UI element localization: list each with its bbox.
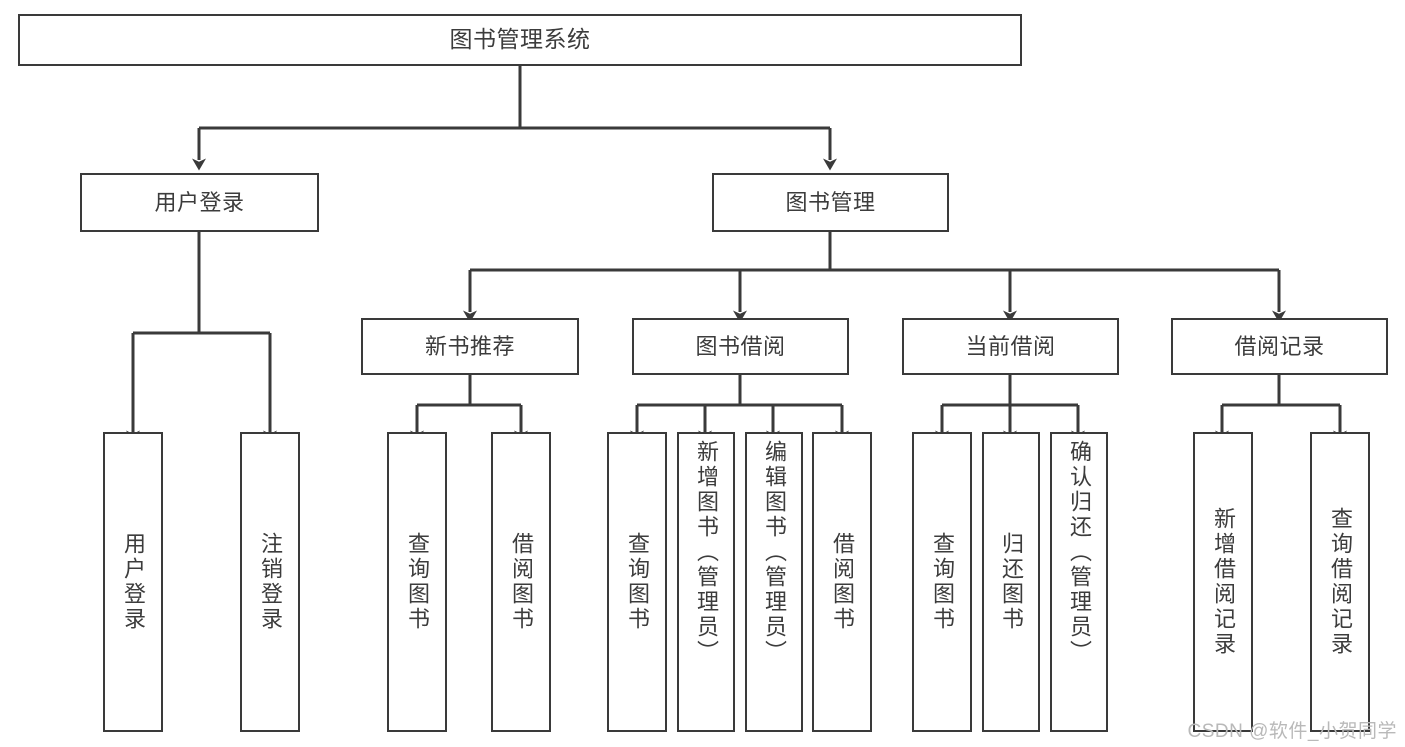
node-root-system[interactable]: 图书管理系统: [18, 14, 1022, 66]
leaf-confirm-return-admin-label: 确认归还（管理员）: [1067, 440, 1092, 665]
node-new-book-recommend[interactable]: 新书推荐: [361, 318, 579, 375]
node-user-login[interactable]: 用户登录: [80, 173, 319, 232]
leaf-query-book-nb[interactable]: 查询图书: [387, 432, 447, 732]
node-borrow-records[interactable]: 借阅记录: [1171, 318, 1388, 375]
node-user-login-label: 用户登录: [154, 189, 245, 215]
leaf-add-book-admin[interactable]: 新增图书（管理员）: [677, 432, 735, 732]
leaf-query-book-cb-label: 查询图书: [930, 532, 955, 632]
node-current-borrow-label: 当前借阅: [965, 333, 1056, 359]
leaf-edit-book-admin[interactable]: 编辑图书（管理员）: [745, 432, 803, 732]
leaf-logout[interactable]: 注销登录: [240, 432, 300, 732]
leaf-add-borrow-record-label: 新增借阅记录: [1211, 507, 1236, 657]
leaf-user-login-label: 用户登录: [121, 532, 146, 632]
node-new-book-recommend-label: 新书推荐: [424, 333, 515, 359]
leaf-edit-book-admin-label: 编辑图书（管理员）: [762, 440, 787, 665]
csdn-watermark: CSDN @软件_小贺同学: [1187, 721, 1397, 742]
leaf-return-book[interactable]: 归还图书: [982, 432, 1040, 732]
node-root-system-label: 图书管理系统: [449, 26, 591, 53]
leaf-borrow-book-bb[interactable]: 借阅图书: [812, 432, 872, 732]
leaf-borrow-book-nb-label: 借阅图书: [509, 532, 534, 632]
leaf-query-book-bb-label: 查询图书: [625, 532, 650, 632]
leaf-add-book-admin-label: 新增图书（管理员）: [694, 440, 719, 665]
leaf-query-book-nb-label: 查询图书: [405, 532, 430, 632]
leaf-return-book-label: 归还图书: [999, 532, 1024, 632]
leaf-user-login[interactable]: 用户登录: [103, 432, 163, 732]
leaf-query-book-cb[interactable]: 查询图书: [912, 432, 972, 732]
leaf-borrow-book-bb-label: 借阅图书: [830, 532, 855, 632]
leaf-query-borrow-record[interactable]: 查询借阅记录: [1310, 432, 1370, 732]
leaf-add-borrow-record[interactable]: 新增借阅记录: [1193, 432, 1253, 732]
leaf-query-book-bb[interactable]: 查询图书: [607, 432, 667, 732]
node-book-management-label: 图书管理: [785, 189, 876, 215]
leaf-query-borrow-record-label: 查询借阅记录: [1328, 507, 1353, 657]
leaf-borrow-book-nb[interactable]: 借阅图书: [491, 432, 551, 732]
node-borrow-records-label: 借阅记录: [1234, 333, 1325, 359]
node-current-borrow[interactable]: 当前借阅: [902, 318, 1119, 375]
leaf-confirm-return-admin[interactable]: 确认归还（管理员）: [1050, 432, 1108, 732]
node-book-borrow[interactable]: 图书借阅: [632, 318, 849, 375]
leaf-logout-label: 注销登录: [258, 532, 283, 632]
node-book-borrow-label: 图书借阅: [695, 333, 786, 359]
node-book-management[interactable]: 图书管理: [712, 173, 949, 232]
